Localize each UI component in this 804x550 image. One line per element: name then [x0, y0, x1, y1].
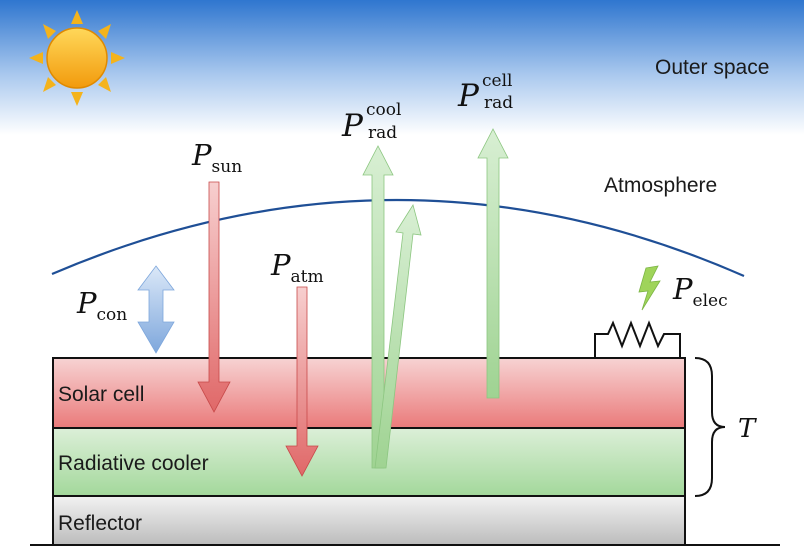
sun-icon — [29, 10, 125, 106]
atmosphere-power-arrow — [285, 286, 319, 477]
cell-radiation-arrow — [477, 128, 509, 399]
cooler-radiation-label: P cool rad — [341, 100, 401, 144]
cooler-radiation-escape-arrow — [374, 204, 422, 469]
atmosphere-boundary — [51, 198, 745, 278]
conduction-power-label: Pcon — [76, 286, 127, 325]
temperature-label: T — [738, 414, 757, 444]
cell-radiation-subscript: rad — [484, 93, 513, 113]
radiative-cooler-layer — [52, 427, 686, 497]
cooler-radiation-superscript: cool — [366, 100, 401, 120]
atmosphere-power-label: Patm — [270, 248, 324, 287]
outer-space-label: Outer space — [655, 56, 769, 79]
cell-radiation-superscript: cell — [482, 71, 512, 91]
electric-power-label: Pelec — [672, 272, 728, 311]
solar-cell-label: Solar cell — [58, 383, 144, 406]
cooler-radiation-subscript: rad — [368, 123, 397, 143]
solar-cell-layer — [52, 357, 686, 429]
sun-power-arrow — [197, 181, 231, 413]
sun-power-label: Psun — [191, 138, 242, 177]
reflector-layer — [54, 497, 684, 544]
reflector-label: Reflector — [58, 512, 142, 535]
resistor-icon — [594, 320, 681, 358]
reflector-outline — [52, 495, 686, 544]
conduction-double-arrow — [137, 265, 175, 354]
cooler-radiation-symbol: P — [341, 108, 364, 144]
electricity-bolt-icon — [638, 265, 661, 311]
atmosphere-label: Atmosphere — [604, 174, 717, 197]
cell-radiation-label: P cell rad — [457, 71, 513, 114]
radiative-cooler-label: Radiative cooler — [58, 452, 209, 475]
outer-space-sky — [0, 0, 804, 135]
temperature-brace — [694, 357, 726, 497]
cell-radiation-symbol: P — [457, 78, 480, 114]
